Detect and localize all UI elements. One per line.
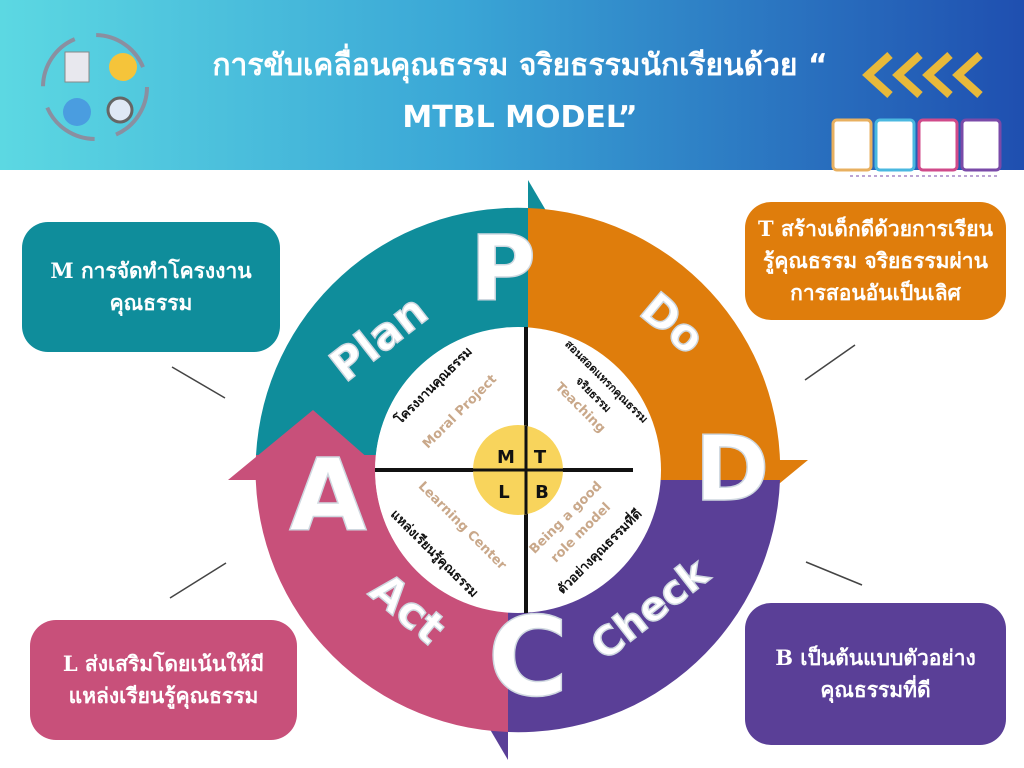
letter-d: D (695, 417, 770, 522)
box-m-text: M การจัดทำโครงงานคุณธรรม (50, 258, 252, 315)
segment-act (255, 455, 508, 732)
cards-decoration-icon (831, 118, 1002, 177)
arrow-m (171, 366, 226, 399)
center-t: T (534, 447, 547, 468)
arrow-b (805, 561, 863, 586)
center-l: L (498, 482, 509, 503)
chevrons-decoration-icon (862, 52, 983, 98)
title-line-1: การขับเคลื่อนคุณธรรม จริยธรรมนักเรียนด้ว… (212, 48, 828, 83)
header-banner: การขับเคลื่อนคุณธรรม จริยธรรมนักเรียนด้ว… (0, 0, 1024, 177)
arrow-l (169, 562, 227, 599)
page-title: การขับเคลื่อนคุณธรรม จริยธรรมนักเรียนด้ว… (160, 40, 880, 144)
title-line-2: MTBL MODEL” (402, 100, 638, 135)
letter-p: P (470, 217, 536, 322)
center-b: B (535, 482, 549, 503)
segment-do (528, 208, 781, 480)
arrow-t (804, 344, 856, 381)
box-l-text: L ส่งเสริมโดยเน้นให้มีแหล่งเรียนรู้คุณธร… (62, 651, 265, 708)
box-t-text: T สร้างเด็กดีด้วยการเรียนรู้คุณธรรม จริย… (758, 216, 993, 305)
box-b-text: B เป็นต้นแบบตัวอย่างคุณธรรมที่ดี (775, 645, 976, 702)
letter-c: C (488, 593, 569, 721)
center-m: M (497, 447, 515, 468)
box-b: B เป็นต้นแบบตัวอย่างคุณธรรมที่ดี (745, 603, 1006, 745)
segment-check (508, 480, 780, 733)
segment-plan (256, 207, 528, 455)
box-l: L ส่งเสริมโดยเน้นให้มีแหล่งเรียนรู้คุณธร… (30, 620, 297, 740)
box-t: T สร้างเด็กดีด้วยการเรียนรู้คุณธรรม จริย… (745, 202, 1006, 320)
letter-a: A (289, 437, 366, 554)
box-m: M การจัดทำโครงงานคุณธรรม (22, 222, 280, 352)
planning-icon (41, 33, 149, 141)
